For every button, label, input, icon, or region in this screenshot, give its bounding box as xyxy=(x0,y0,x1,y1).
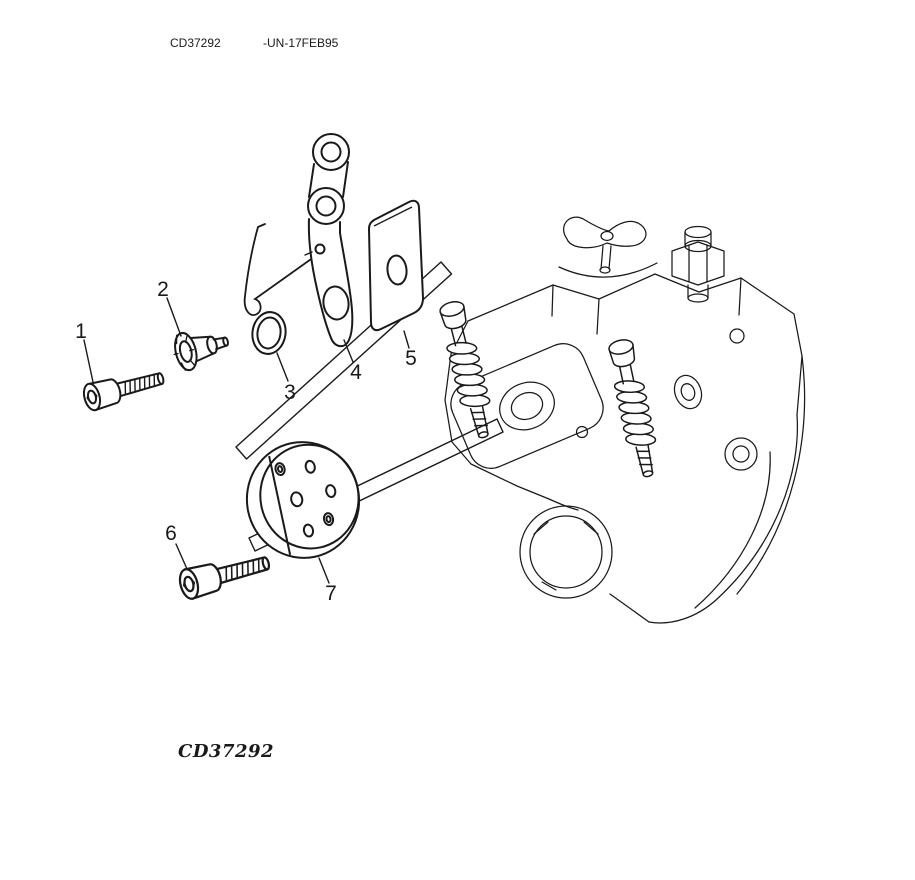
part-label-2: 2 xyxy=(157,278,169,301)
housing-depth-line xyxy=(596,298,600,335)
housing-bottom-edge xyxy=(609,593,650,623)
mounting-flange xyxy=(450,343,604,469)
side-boss xyxy=(673,328,758,471)
leader-line-4 xyxy=(343,339,354,363)
housing-depth-line xyxy=(551,284,554,317)
part-2-valve-fitting xyxy=(173,331,229,372)
part-label-3: 3 xyxy=(284,381,296,404)
part-7-cover-disc xyxy=(245,441,361,559)
figure-code: CD37292 xyxy=(170,36,221,50)
part-label-7: 7 xyxy=(325,582,337,605)
housing-right-curve xyxy=(648,414,799,624)
alignment-panel-lower xyxy=(248,418,504,552)
housing-depth-line xyxy=(738,277,742,316)
leader-line-5 xyxy=(403,330,410,349)
leader-line-7 xyxy=(318,557,330,584)
spring-screw-left xyxy=(434,297,501,443)
part-label-6: 6 xyxy=(165,522,177,545)
part-label-1: 1 xyxy=(75,320,87,343)
leader-line-2 xyxy=(166,297,182,337)
housing-left-edge xyxy=(444,320,550,500)
part-5-plate xyxy=(368,199,424,332)
part-4-lever-arm xyxy=(304,133,354,348)
retaining-spring xyxy=(243,223,322,316)
spring-screw-right xyxy=(603,336,665,481)
access-cover-circle xyxy=(519,505,613,599)
part-3-seal-ring xyxy=(251,311,287,355)
part-label-4: 4 xyxy=(350,361,362,384)
injection-pump-assembly xyxy=(434,216,806,624)
figure-reference: -UN-17FEB95 xyxy=(263,36,339,50)
housing-inner-curve xyxy=(694,451,771,609)
leader-line-6 xyxy=(175,543,188,570)
housing-top-edge xyxy=(467,273,803,416)
leader-line-3 xyxy=(276,352,289,382)
figure-caption: CD37292 xyxy=(178,741,274,762)
wing-screw xyxy=(558,216,658,278)
part-6-cap-screw xyxy=(175,546,274,602)
part-label-5: 5 xyxy=(405,347,417,370)
part-1-cap-screw xyxy=(80,363,168,413)
housing-outer-arc xyxy=(736,355,806,595)
leader-line-1 xyxy=(83,339,94,383)
hex-fitting xyxy=(671,225,725,303)
